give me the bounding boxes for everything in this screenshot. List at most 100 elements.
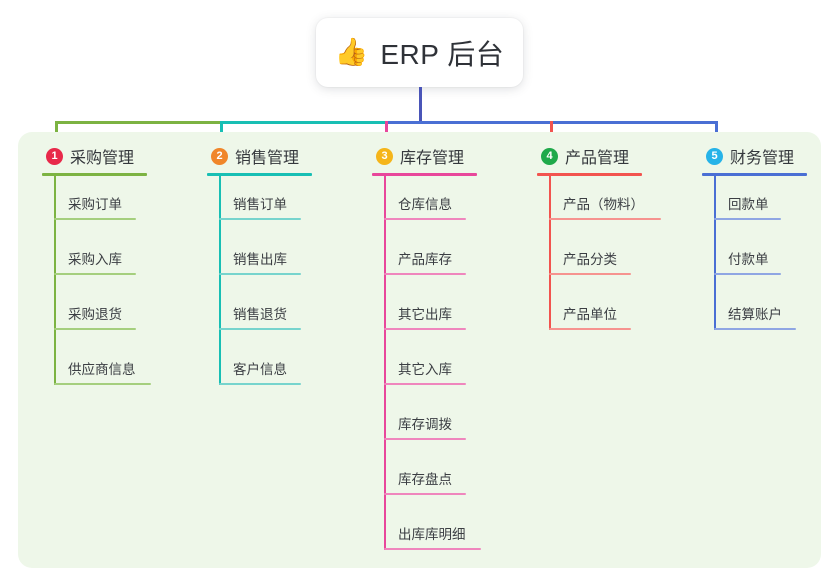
branch-item-rule [219, 273, 301, 275]
branch-item[interactable]: 出库库明细 [372, 506, 532, 561]
branch-spine [54, 176, 56, 385]
branch-item-rule [384, 218, 466, 220]
root-node-title: ERP 后台 [380, 38, 505, 70]
branch-item-label: 库存调拨 [398, 417, 452, 432]
branch-item-rule [219, 328, 301, 330]
branch-item[interactable]: 库存盘点 [372, 451, 532, 506]
branch-header-1[interactable]: 1 采购管理 [42, 144, 202, 168]
branch-item[interactable]: 库存调拨 [372, 396, 532, 451]
branch-title: 产品管理 [565, 150, 630, 167]
branch-header-2[interactable]: 2 销售管理 [207, 144, 367, 168]
branch-item-label: 出库库明细 [398, 527, 466, 542]
branch-spine [219, 176, 221, 385]
branch-item[interactable]: 其它出库 [372, 286, 532, 341]
branch-column-4: 4 产品管理产品（物料） 产品分类产品单位 [537, 144, 697, 341]
branch-item-label: 结算账户 [728, 307, 782, 322]
branch-item-label: 付款单 [728, 252, 769, 267]
branch-item[interactable]: 付款单 [702, 231, 839, 286]
branch-item-rule [384, 438, 466, 440]
branch-item-label: 采购入库 [68, 252, 122, 267]
branch-item-rule [54, 383, 151, 385]
branch-header-5[interactable]: 5 财务管理 [702, 144, 839, 168]
branch-item-rule [714, 218, 781, 220]
bus-segment-1 [55, 121, 220, 124]
branch-item-rule [549, 328, 631, 330]
branch-title: 财务管理 [730, 150, 795, 167]
branch-item[interactable]: 采购入库 [42, 231, 202, 286]
branch-item-label: 产品分类 [563, 252, 617, 267]
branch-item[interactable]: 销售退货 [207, 286, 367, 341]
branch-item[interactable]: 产品单位 [537, 286, 697, 341]
branch-item-list: 采购订单采购入库采购退货供应商信息 [42, 176, 202, 396]
branch-item-rule [384, 548, 481, 550]
branch-item-rule [384, 493, 466, 495]
branch-column-1: 1 采购管理采购订单采购入库采购退货供应商信息 [42, 144, 202, 396]
branch-column-2: 2 销售管理销售订单销售出库销售退货客户信息 [207, 144, 367, 396]
branch-number-badge: 2 [211, 147, 228, 165]
branch-item-rule [54, 218, 136, 220]
branch-item[interactable]: 销售订单 [207, 176, 367, 231]
branch-item[interactable]: 客户信息 [207, 341, 367, 396]
branch-item[interactable]: 其它入库 [372, 341, 532, 396]
branch-item-rule [219, 218, 301, 220]
branch-item-rule [384, 273, 466, 275]
branch-item-label: 回款单 [728, 197, 769, 212]
root-node-content: 👍 ERP 后台 [335, 33, 504, 73]
branch-item[interactable]: 产品库存 [372, 231, 532, 286]
thumbs-up-icon: 👍 [334, 37, 369, 67]
branch-item-rule [714, 273, 781, 275]
branch-item-label: 其它入库 [398, 362, 452, 377]
branch-item-list: 回款单付款单结算账户 [702, 176, 839, 341]
branches-panel [18, 132, 821, 568]
branch-item-rule [219, 383, 301, 385]
branch-item-label: 客户信息 [233, 362, 287, 377]
branch-item-rule [549, 273, 631, 275]
branch-item[interactable]: 采购退货 [42, 286, 202, 341]
branch-header-rule [372, 173, 477, 176]
branch-item-label: 库存盘点 [398, 472, 452, 487]
branch-item[interactable]: 采购订单 [42, 176, 202, 231]
branch-number-badge: 3 [376, 147, 393, 165]
branch-item-label: 产品单位 [563, 307, 617, 322]
branch-title: 采购管理 [70, 150, 135, 167]
branch-item-rule [549, 218, 661, 220]
branch-item-label: 采购退货 [68, 307, 122, 322]
branch-item[interactable]: 产品分类 [537, 231, 697, 286]
bus-segment-2 [220, 121, 385, 124]
branch-item-label: 仓库信息 [398, 197, 452, 212]
branch-title: 销售管理 [235, 150, 300, 167]
branch-item-list: 仓库信息产品库存其它出库其它入库库存调拨库存盘点出库库明细 [372, 176, 532, 561]
branch-item-label: 销售订单 [233, 197, 287, 212]
branch-item[interactable]: 产品（物料） [537, 176, 697, 231]
branch-item-rule [54, 273, 136, 275]
branch-column-5: 5 财务管理回款单付款单结算账户 [702, 144, 839, 341]
root-node-card[interactable]: 👍 ERP 后台 [316, 18, 523, 87]
branch-header-rule [702, 173, 807, 176]
branch-item-rule [384, 328, 466, 330]
branch-item[interactable]: 结算账户 [702, 286, 839, 341]
trunk-connector [419, 87, 422, 124]
branch-spine [549, 176, 551, 330]
branch-number-badge: 5 [706, 147, 723, 165]
branch-item-list: 销售订单销售出库销售退货客户信息 [207, 176, 367, 396]
branch-header-4[interactable]: 4 产品管理 [537, 144, 697, 168]
branch-item-label: 供应商信息 [68, 362, 136, 377]
branch-item-label: 采购订单 [68, 197, 122, 212]
branch-spine [714, 176, 716, 330]
branch-item-label: 其它出库 [398, 307, 452, 322]
branch-item[interactable]: 销售出库 [207, 231, 367, 286]
branch-item[interactable]: 回款单 [702, 176, 839, 231]
branch-item[interactable]: 供应商信息 [42, 341, 202, 396]
branch-item[interactable]: 仓库信息 [372, 176, 532, 231]
branch-item-rule [714, 328, 796, 330]
branch-item-label: 产品库存 [398, 252, 452, 267]
branch-item-rule [384, 383, 466, 385]
branch-item-label: 销售出库 [233, 252, 287, 267]
branch-number-badge: 1 [46, 147, 63, 165]
branch-item-list: 产品（物料） 产品分类产品单位 [537, 176, 697, 341]
branch-header-rule [537, 173, 642, 176]
branch-number-badge: 4 [541, 147, 558, 165]
